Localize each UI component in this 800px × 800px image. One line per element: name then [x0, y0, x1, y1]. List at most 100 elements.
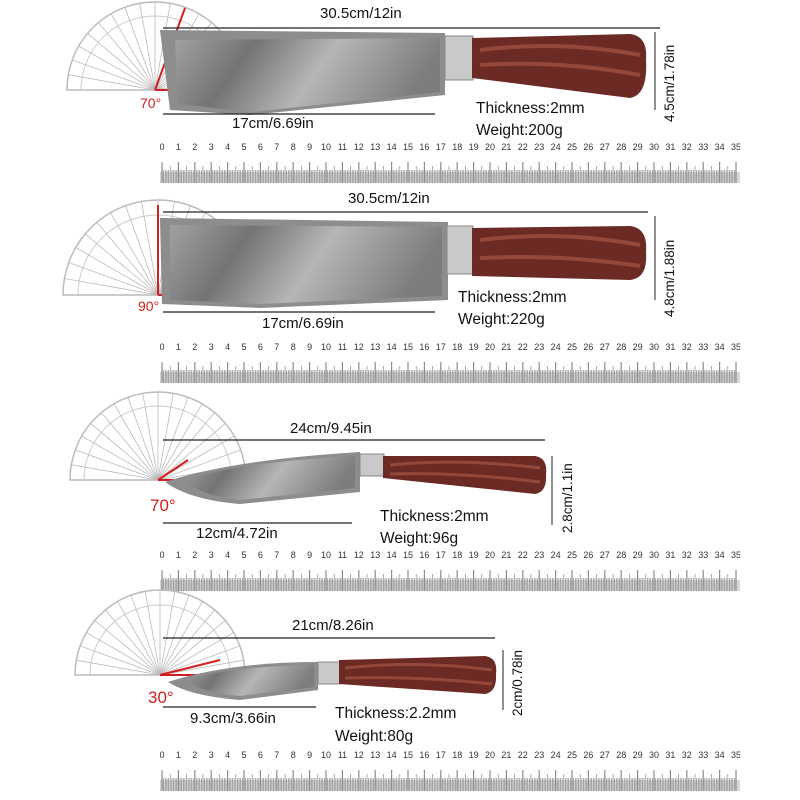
ruler-number: 4 [225, 342, 230, 352]
ruler-number: 27 [600, 342, 610, 352]
ruler-number: 3 [209, 342, 214, 352]
ruler-number: 3 [209, 142, 214, 152]
ruler-number: 32 [682, 342, 692, 352]
ruler-number: 10 [321, 750, 331, 760]
ruler-number: 0 [160, 550, 165, 560]
ruler-number: 15 [403, 142, 413, 152]
ruler-number: 24 [551, 142, 561, 152]
ruler-number: 30 [649, 142, 659, 152]
ruler-number: 8 [291, 750, 296, 760]
ruler-number: 9 [307, 342, 312, 352]
ruler-number: 1 [176, 142, 181, 152]
ruler-number: 35 [731, 342, 740, 352]
bolster-icon [359, 453, 385, 477]
ruler-number: 18 [452, 550, 462, 560]
ruler-number: 32 [682, 142, 692, 152]
ruler-number: 35 [731, 750, 740, 760]
ruler-number: 5 [241, 550, 246, 560]
ruler-number: 31 [665, 750, 675, 760]
ruler-number: 17 [436, 342, 446, 352]
ruler-number: 17 [436, 550, 446, 560]
ruler-number: 9 [307, 750, 312, 760]
ruler-number: 23 [534, 750, 544, 760]
ruler-number: 22 [518, 142, 528, 152]
ruler-number: 16 [419, 750, 429, 760]
ruler-number: 27 [600, 750, 610, 760]
blade-height-label: 2cm/0.78in [510, 649, 525, 716]
ruler-number: 7 [274, 550, 279, 560]
ruler-number: 19 [469, 142, 479, 152]
ruler-number: 31 [665, 142, 675, 152]
handle-icon [339, 656, 497, 694]
ruler-number: 26 [583, 342, 593, 352]
ruler-number: 1 [176, 342, 181, 352]
ruler-number: 27 [600, 550, 610, 560]
ruler-number: 16 [419, 142, 429, 152]
angle-label: 70° [140, 95, 162, 111]
knife-panel-2: 30.5cm/12in 17cm/6.69in 90° Thickness:2m… [0, 190, 800, 400]
ruler-number: 33 [698, 550, 708, 560]
ruler-number: 34 [715, 142, 725, 152]
ruler-number: 2 [192, 550, 197, 560]
paring-blade-icon [168, 662, 318, 700]
ruler-number: 11 [338, 142, 347, 152]
blade-length-label: 17cm/6.69in [262, 315, 344, 332]
ruler-number: 11 [338, 342, 347, 352]
ruler-number: 24 [551, 550, 561, 560]
ruler-number: 15 [403, 750, 413, 760]
ruler-number: 9 [307, 142, 312, 152]
ruler-number: 4 [225, 142, 230, 152]
ruler-number: 33 [698, 142, 708, 152]
chef-blade-icon [165, 452, 360, 504]
ruler-number: 5 [241, 750, 246, 760]
ruler-number: 21 [501, 142, 511, 152]
ruler-number: 3 [209, 550, 214, 560]
knife-illustration-3 [69, 391, 553, 525]
ruler-number: 28 [616, 750, 626, 760]
ruler-number: 13 [370, 342, 380, 352]
ruler-number: 8 [291, 142, 296, 152]
blade-length-label: 17cm/6.69in [232, 115, 314, 132]
knife-illustration-1 [66, 1, 660, 115]
thickness-label: Thickness:2mm [458, 289, 567, 306]
ruler-number: 35 [731, 142, 740, 152]
ruler-number: 2 [192, 750, 197, 760]
ruler-number: 11 [338, 750, 347, 760]
ruler-number: 28 [616, 342, 626, 352]
knife-illustration-4 [74, 589, 504, 710]
ruler-number: 20 [485, 550, 495, 560]
ruler-number: 31 [665, 342, 675, 352]
thickness-label: Thickness:2mm [380, 508, 489, 525]
ruler-number: 23 [534, 342, 544, 352]
ruler-number: 22 [518, 550, 528, 560]
ruler-number: 6 [258, 142, 263, 152]
total-length-label: 30.5cm/12in [320, 5, 402, 22]
ruler-number: 1 [176, 750, 181, 760]
ruler-number: 1 [176, 550, 181, 560]
ruler-number: 18 [452, 750, 462, 760]
ruler-number: 0 [160, 750, 165, 760]
ruler-number: 5 [241, 342, 246, 352]
blade-length-label: 9.3cm/3.66in [190, 710, 276, 727]
ruler-number: 17 [436, 142, 446, 152]
ruler-number: 34 [715, 750, 725, 760]
ruler-number: 15 [403, 550, 413, 560]
ruler-number: 31 [665, 550, 675, 560]
ruler-number: 13 [370, 550, 380, 560]
knife-panel-3: 24cm/9.45in 12cm/4.72in 70° Thickness:2m… [0, 391, 800, 600]
ruler-number: 14 [387, 142, 397, 152]
ruler-number: 26 [583, 750, 593, 760]
ruler-number: 35 [731, 550, 740, 560]
ruler-number: 5 [241, 142, 246, 152]
ruler-number: 25 [567, 750, 577, 760]
ruler-number: 6 [258, 342, 263, 352]
ruler-number: 3 [209, 750, 214, 760]
ruler-number: 24 [551, 750, 561, 760]
blade-height-label: 4.5cm/1.78in [662, 44, 677, 122]
ruler-number: 19 [469, 750, 479, 760]
ruler-number: 29 [633, 550, 643, 560]
